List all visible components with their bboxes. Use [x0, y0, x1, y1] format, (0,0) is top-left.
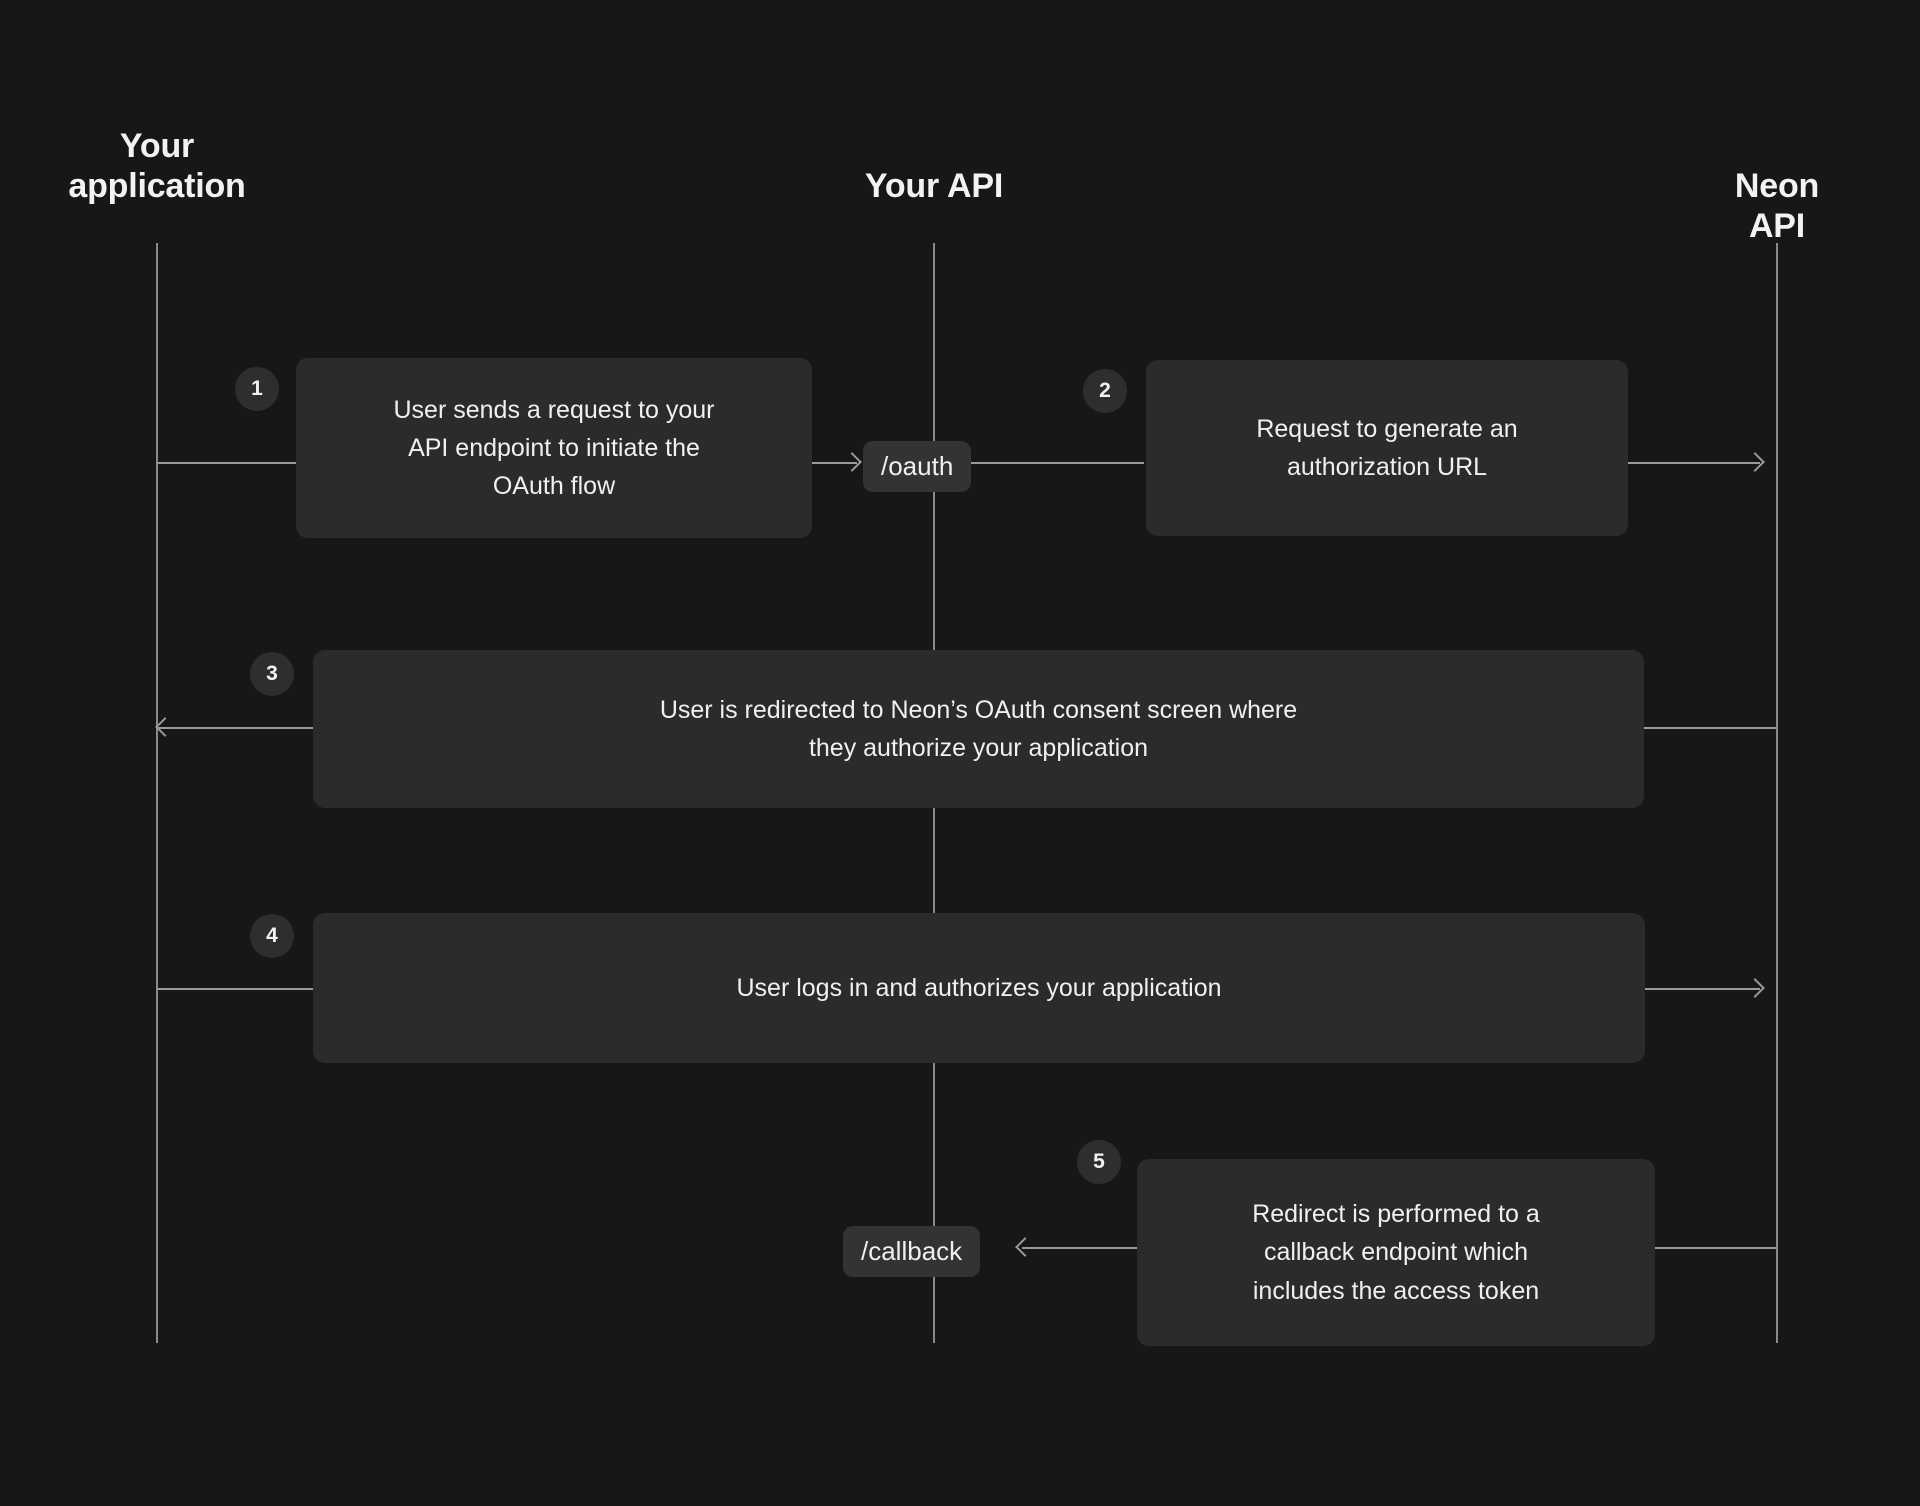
step-badge-2: 2	[1083, 369, 1127, 413]
connector-step-2-right	[1628, 462, 1760, 464]
connector-step-5-mid	[1022, 1247, 1137, 1249]
step-text-1: User sends a request to your API endpoin…	[393, 395, 715, 501]
arrowhead-step-1-icon	[842, 452, 862, 472]
callback-endpoint-pill[interactable]: /callback	[843, 1226, 981, 1277]
step-badge-5: 5	[1077, 1140, 1121, 1184]
step-badge-4: 4	[250, 914, 294, 958]
arrowhead-step-4-icon	[1745, 978, 1765, 998]
arrowhead-step-5-icon	[1015, 1237, 1035, 1257]
connector-step-4-right	[1645, 988, 1760, 990]
connector-step-4-left	[157, 988, 313, 990]
arrowhead-step-3-icon	[155, 717, 175, 737]
step-box-2: Request to generate an authorization URL	[1146, 360, 1628, 536]
connector-step-3-left	[157, 727, 313, 729]
step-box-4: User logs in and authorizes your applica…	[313, 913, 1645, 1063]
lifeline-your-application	[156, 243, 158, 1343]
step-text-4: User logs in and authorizes your applica…	[736, 973, 1222, 1002]
actor-header-neon-api: Neon API	[1734, 167, 1820, 246]
step-text-2: Request to generate an authorization URL	[1256, 414, 1518, 481]
step-badge-1: 1	[235, 367, 279, 411]
actor-header-your-application: Your application	[68, 127, 246, 206]
step-box-1: User sends a request to your API endpoin…	[296, 358, 812, 538]
step-box-5: Redirect is performed to a callback endp…	[1137, 1159, 1655, 1346]
step-text-5: Redirect is performed to a callback endp…	[1252, 1200, 1540, 1305]
connector-step-2-left	[934, 462, 1144, 464]
arrowhead-step-2-icon	[1745, 452, 1765, 472]
connector-step-3-right	[1644, 727, 1776, 729]
step-box-3: User is redirected to Neon’s OAuth conse…	[313, 650, 1644, 808]
step-text-3: User is redirected to Neon’s OAuth conse…	[659, 695, 1298, 762]
connector-step-5-right	[1655, 1247, 1776, 1249]
oauth-endpoint-pill[interactable]: /oauth	[863, 441, 972, 492]
connector-step-1-mid	[812, 462, 857, 464]
actor-header-your-api: Your API	[864, 167, 1004, 205]
lifeline-neon-api	[1776, 243, 1778, 1343]
connector-step-1-left	[157, 462, 296, 464]
step-badge-3: 3	[250, 652, 294, 696]
